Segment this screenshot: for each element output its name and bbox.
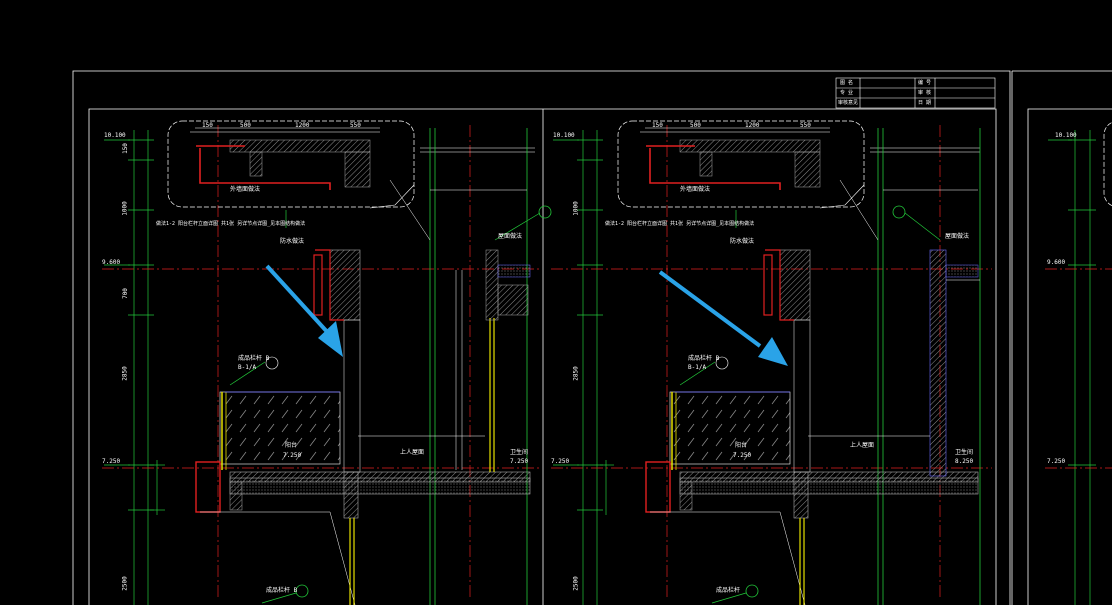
elevation-low-right: 7.250	[551, 458, 570, 465]
upper-room-left: 上人屋面	[400, 449, 425, 456]
callout-wall-left: 外墙面做法	[230, 186, 261, 193]
elevation-top-left: 10.100	[104, 132, 126, 139]
railing-label-left-2: B-1/A	[238, 364, 257, 371]
dim-v-left-4: 700	[121, 288, 129, 299]
elevation-mid-left: 9.600	[102, 259, 121, 266]
railing-label-right: 成品栏杆 B	[688, 355, 720, 362]
annotation-arrow-right	[658, 270, 788, 366]
plan-dim-right-2: 1200	[745, 122, 760, 129]
plan-dim-left-3: 550	[350, 122, 361, 129]
left-detail	[102, 120, 552, 605]
annotation-arrow-left	[265, 264, 343, 357]
tb-label-opinion: 审核意见	[838, 100, 859, 106]
dim-v-right-2: 1000	[572, 201, 580, 216]
plan-dim-right-3: 550	[800, 122, 811, 129]
dim-v-left-2: 1000	[121, 201, 129, 216]
tb-label-discipline: 专 业	[840, 90, 854, 96]
lower-callout-right: 成品栏杆	[716, 587, 741, 594]
callout-waterproof-left: 防水做法	[280, 238, 305, 245]
dim-v-right-6: 2500	[572, 576, 580, 591]
note-left-top: 做法1-2 阳台栏杆立面详图 共1张 另详节点详图_见本图结构做法	[156, 221, 306, 227]
callout-wall-right: 外墙面做法	[680, 186, 711, 193]
right-detail	[551, 120, 992, 605]
elevation-low-left: 7.250	[102, 458, 121, 465]
tb-label-drawing-name: 图 名	[840, 80, 854, 86]
note-right-top: 做法1-2 阳台栏杆立面详图 共1张 另详节点详图_见本图结构做法	[605, 221, 755, 227]
plan-dim-left-1: 500	[240, 122, 251, 129]
elevation-low-right-2: 8.250	[955, 458, 974, 465]
lower-callout-left: 成品栏杆 B	[266, 587, 298, 594]
plan-dim-left-2: 1200	[295, 122, 310, 129]
outdoor-right: 卫生间	[955, 449, 974, 456]
tb-label-review: 审 核	[918, 90, 932, 96]
elevation-low-left-2: 7.250	[510, 458, 529, 465]
dim-v-left-5: 2850	[121, 366, 129, 381]
callout-roof-left: 屋面做法	[498, 233, 523, 240]
tb-label-date: 日 期	[918, 100, 932, 106]
callout-waterproof-right: 防水做法	[730, 238, 755, 245]
room-elev-right: 7.250	[733, 452, 752, 459]
plan-dim-left-0: 150	[202, 122, 213, 129]
railing-label-right-2: B-1/A	[688, 364, 707, 371]
callout-roof-right: 屋面做法	[945, 233, 970, 240]
sheet-frame	[72, 70, 1112, 605]
title-block	[835, 77, 996, 109]
tb-label-number: 编 号	[918, 80, 932, 86]
room-label-left: 阳台	[285, 442, 298, 449]
dim-v-left-6: 2500	[121, 576, 129, 591]
third-detail-partial	[1045, 121, 1112, 605]
room-elev-left: 7.250	[283, 452, 302, 459]
plan-dim-right-0: 150	[652, 122, 663, 129]
room-label-right: 阳台	[735, 442, 748, 449]
outdoor-left: 卫生间	[510, 449, 529, 456]
elevation-low-third: 7.250	[1047, 458, 1066, 465]
railing-label-left: 成品栏杆 B	[238, 355, 270, 362]
plan-dim-right-1: 500	[690, 122, 701, 129]
dim-v-left-0: 150	[121, 143, 129, 154]
elevation-top-third: 10.100	[1055, 132, 1077, 139]
upper-room-right: 上人屋面	[850, 442, 875, 449]
elevation-mid-third: 9.600	[1047, 259, 1066, 266]
dim-v-right-5: 2850	[572, 366, 580, 381]
elevation-top-right: 10.100	[553, 132, 575, 139]
